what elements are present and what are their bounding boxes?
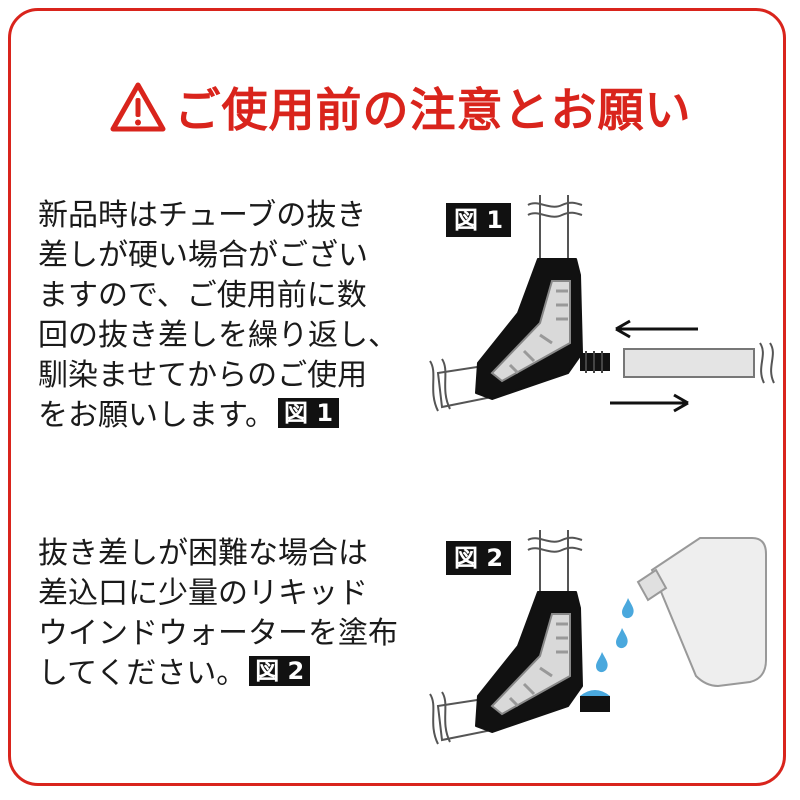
tube-break-mark bbox=[527, 536, 583, 543]
text-line: 馴染ませてからのご使用 bbox=[38, 358, 368, 393]
tube-break-mark bbox=[429, 360, 439, 412]
nozzle-ribs bbox=[585, 351, 603, 373]
water-drop-icon bbox=[616, 628, 628, 649]
bottle-cap bbox=[636, 568, 668, 602]
joint-window-stripes bbox=[508, 289, 568, 375]
instruction-paragraph-2: 抜き差しが困難な場合は 差込口に少量のリキッド ウインドウォーターを塗布 してく… bbox=[38, 534, 438, 694]
figure-reference-badge: 図 1 bbox=[278, 398, 340, 428]
text-line: 抜き差しが困難な場合は bbox=[38, 536, 368, 571]
figure-1-label: 図 1 bbox=[446, 203, 512, 237]
joint-window bbox=[490, 280, 571, 383]
figure-2-label: 図 2 bbox=[446, 541, 512, 575]
water-drop-icon bbox=[596, 652, 608, 673]
tube-break-mark bbox=[759, 342, 765, 384]
text-line: ますので、ご使用前に数 bbox=[38, 278, 367, 313]
joint-window-stripes bbox=[508, 622, 568, 708]
arrow-right-icon bbox=[610, 393, 689, 413]
text-line: 差しが硬い場合がござい bbox=[38, 238, 368, 273]
tube-break-mark bbox=[527, 201, 583, 208]
text-line: 新品時はチューブの抜き bbox=[38, 198, 367, 233]
text-line: 回の抜き差しを繰り返し、 bbox=[38, 318, 398, 353]
liquid-bottle bbox=[650, 537, 767, 688]
instruction-paragraph-1: 新品時はチューブの抜き 差しが硬い場合がござい ますので、ご使用前に数 回の抜き… bbox=[38, 196, 408, 436]
warning-triangle-icon bbox=[110, 82, 165, 132]
arrow-left-icon bbox=[615, 319, 698, 339]
side-tube bbox=[623, 348, 755, 378]
tube-break-mark bbox=[441, 358, 451, 410]
water-drop-icon bbox=[622, 598, 634, 619]
joint-window bbox=[490, 613, 571, 716]
liquid-on-nozzle bbox=[580, 690, 610, 696]
tube-break-mark bbox=[441, 691, 451, 743]
figure-1-tube-insertion-illustration bbox=[429, 195, 775, 413]
figure-reference-badge: 図 2 bbox=[249, 656, 311, 686]
figure-2-apply-liquid-illustration bbox=[429, 530, 767, 745]
page-frame bbox=[8, 8, 786, 786]
joint-nozzle bbox=[580, 696, 610, 712]
text-line: 差込口に少量のリキッド bbox=[38, 576, 368, 611]
page-title-text: ご使用前の注意とお願い bbox=[174, 83, 692, 137]
text-line: してください。図 2 bbox=[38, 654, 438, 694]
tube-break-mark bbox=[429, 693, 439, 745]
tube-break-mark bbox=[527, 211, 583, 218]
tube-break-mark bbox=[769, 342, 775, 384]
text-line: をお願いします。図 1 bbox=[38, 396, 408, 436]
text-line-content: をお願いします。 bbox=[38, 398, 275, 433]
text-line: ウインドウォーターを塗布 bbox=[38, 616, 398, 651]
page-title: ご使用前の注意とお願い bbox=[0, 74, 800, 140]
tube-break-mark bbox=[527, 546, 583, 553]
text-line-content: してください。 bbox=[38, 656, 247, 691]
